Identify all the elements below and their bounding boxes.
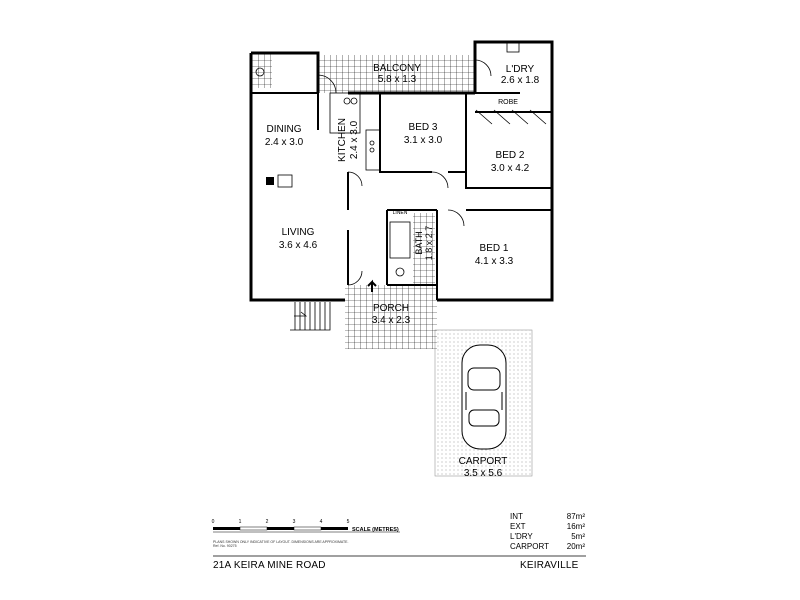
bed1-dim: 4.1 x 3.3 [475,256,514,267]
area-label: EXT [510,522,526,531]
living-name: LIVING [282,227,315,238]
toilet-tiles [250,52,272,88]
exterior-walls [249,40,554,302]
bath-basin [395,267,405,277]
dining-name: DINING [267,124,302,135]
bed3-dim: 3.1 x 3.0 [404,135,443,146]
carport-dim: 3.5 x 5.6 [464,468,503,479]
dining-dim: 2.4 x 3.0 [265,137,304,148]
area-table: INT 87m² EXT 16m² L'DRY 5m² CARPORT 20m² [510,512,585,552]
carport-name: CARPORT [459,456,508,467]
door-swings [317,59,492,286]
scale-tick: 4 [320,519,323,525]
disclaimer-line1: PLANS SHOWN ONLY INDICATIVE OF LAYOUT. D… [213,540,349,544]
area-value: 20m² [566,542,585,551]
interior-walls [251,92,552,300]
kitchen-bench [329,92,381,171]
balcony-name: BALCONY [373,63,421,74]
area-row: EXT 16m² [510,522,585,532]
scale-tick: 1 [239,519,242,525]
area-label: CARPORT [510,542,549,551]
disclaimer-line2: Ref. No. 90275 [213,544,237,548]
scale-label: SCALE (METRES) [352,527,399,533]
laundry-tub [506,41,520,53]
balcony-dim: 5.8 x 1.3 [378,74,417,85]
bed1-name: BED 1 [480,243,509,254]
bath-tub [389,221,411,259]
area-row: CARPORT 20m² [510,542,585,552]
scale-tick: 5 [347,519,350,525]
suburb: KEIRAVILLE [520,560,579,571]
bed2-dim: 3.0 x 4.2 [491,163,530,174]
scale-tick: 0 [212,519,215,525]
laundry-dim: 2.6 x 1.8 [501,75,540,86]
living-window [277,174,293,188]
address: 21A KEIRA MINE ROAD [213,560,326,571]
area-label: INT [510,512,523,521]
area-value: 16m² [566,522,585,531]
area-value: 5m² [571,532,585,541]
entry-arrow [367,279,377,292]
bath-name: BATH [414,231,424,254]
bed3-name: BED 3 [409,122,438,133]
area-value: 87m² [566,512,585,521]
laundry-name: L'DRY [506,64,535,75]
porch-dim: 3.4 x 2.3 [372,315,411,326]
toilet-fixture [255,67,265,77]
area-row: INT 87m² [510,512,585,522]
area-row: L'DRY 5m² [510,532,585,542]
balcony-tiles [318,55,475,93]
disclaimer: PLANS SHOWN ONLY INDICATIVE OF LAYOUT. D… [213,540,348,548]
bath-dim: 1.8 x 2.7 [424,226,434,261]
kitchen-name: KITCHEN [337,118,348,162]
robe-doors [475,109,547,125]
kitchen-dim: 2.4 x 3.0 [349,120,360,159]
bath-tiles [413,213,435,285]
robe-label: ROBE [498,99,518,106]
scale-ticks: 0 1 2 3 4 5 [212,519,350,525]
porch-name: PORCH [373,303,409,314]
car-icon [461,344,507,450]
area-label: L'DRY [510,532,533,541]
scale-tick: 2 [266,519,269,525]
bed2-name: BED 2 [496,150,525,161]
scale-bar [213,526,400,533]
linen-label: LINEN [393,210,408,216]
porch-tiles [345,285,437,349]
stairs [290,302,331,331]
living-dim: 3.6 x 4.6 [279,240,318,251]
fireplace [266,177,274,185]
scale-tick: 3 [293,519,296,525]
